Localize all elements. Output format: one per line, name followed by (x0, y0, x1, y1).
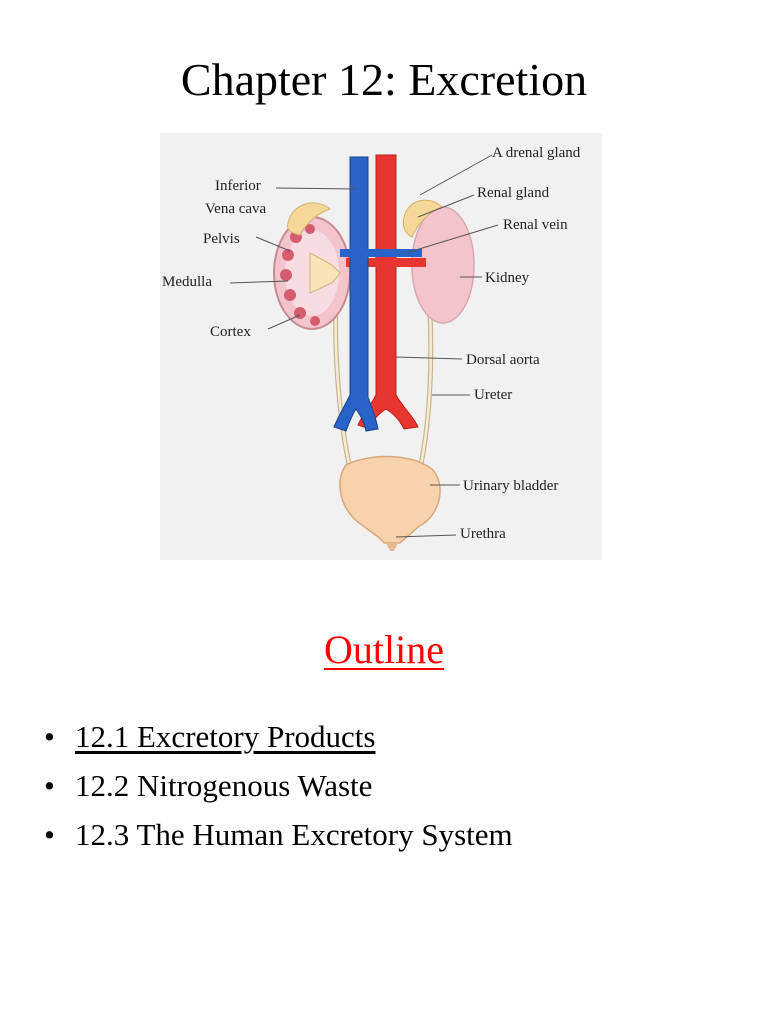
label-kidney: Kidney (485, 270, 530, 286)
renal-vein (340, 249, 422, 257)
label-dorsal-aorta: Dorsal aorta (466, 352, 540, 368)
excretory-system-diagram: Inferior Vena cava Pelvis Medulla Cortex… (160, 133, 602, 560)
outline-item-nitrogenous-waste: • 12.2 Nitrogenous Waste (44, 761, 513, 810)
outline-item-excretory-products[interactable]: • 12.1 Excretory Products (44, 712, 513, 761)
outline-item-label: 12.2 Nitrogenous Waste (75, 768, 373, 803)
label-adrenal-gland: A drenal gland (492, 145, 581, 161)
label-pelvis: Pelvis (203, 231, 240, 247)
leader-lines (229, 154, 499, 538)
outline-heading-text: Outline (324, 627, 444, 672)
bullet-icon: • (44, 719, 55, 754)
renal-artery (346, 258, 426, 267)
label-inferior: Inferior (215, 178, 261, 194)
label-renal-vein: Renal vein (503, 217, 568, 233)
outline-item-label: 12.3 The Human Excretory System (75, 817, 513, 852)
bullet-icon: • (44, 817, 55, 852)
page-title: Chapter 12: Excretion (180, 54, 588, 105)
outline-list: • 12.1 Excretory Products • 12.2 Nitroge… (44, 712, 513, 859)
right-adrenal-gland (402, 199, 443, 238)
label-ureter: Ureter (474, 387, 512, 403)
outline-heading: Outline (0, 624, 768, 676)
label-medulla: Medulla (162, 274, 212, 290)
label-urinary-bladder: Urinary bladder (463, 478, 558, 494)
left-adrenal-gland (287, 202, 331, 236)
excretory-system-svg: Inferior Vena cava Pelvis Medulla Cortex… (162, 145, 581, 551)
urethra (386, 543, 398, 551)
urinary-bladder (339, 455, 441, 544)
renal-pelvis (309, 252, 341, 294)
outline-item-label: 12.1 Excretory Products (75, 719, 376, 754)
label-cortex: Cortex (210, 324, 251, 340)
inferior-vena-cava (333, 156, 379, 432)
label-vena-cava: Vena cava (205, 201, 267, 217)
outline-item-human-excretory-system: • 12.3 The Human Excretory System (44, 810, 513, 859)
label-renal-gland: Renal gland (477, 185, 550, 201)
bullet-icon: • (44, 768, 55, 803)
label-urethra: Urethra (460, 526, 506, 542)
